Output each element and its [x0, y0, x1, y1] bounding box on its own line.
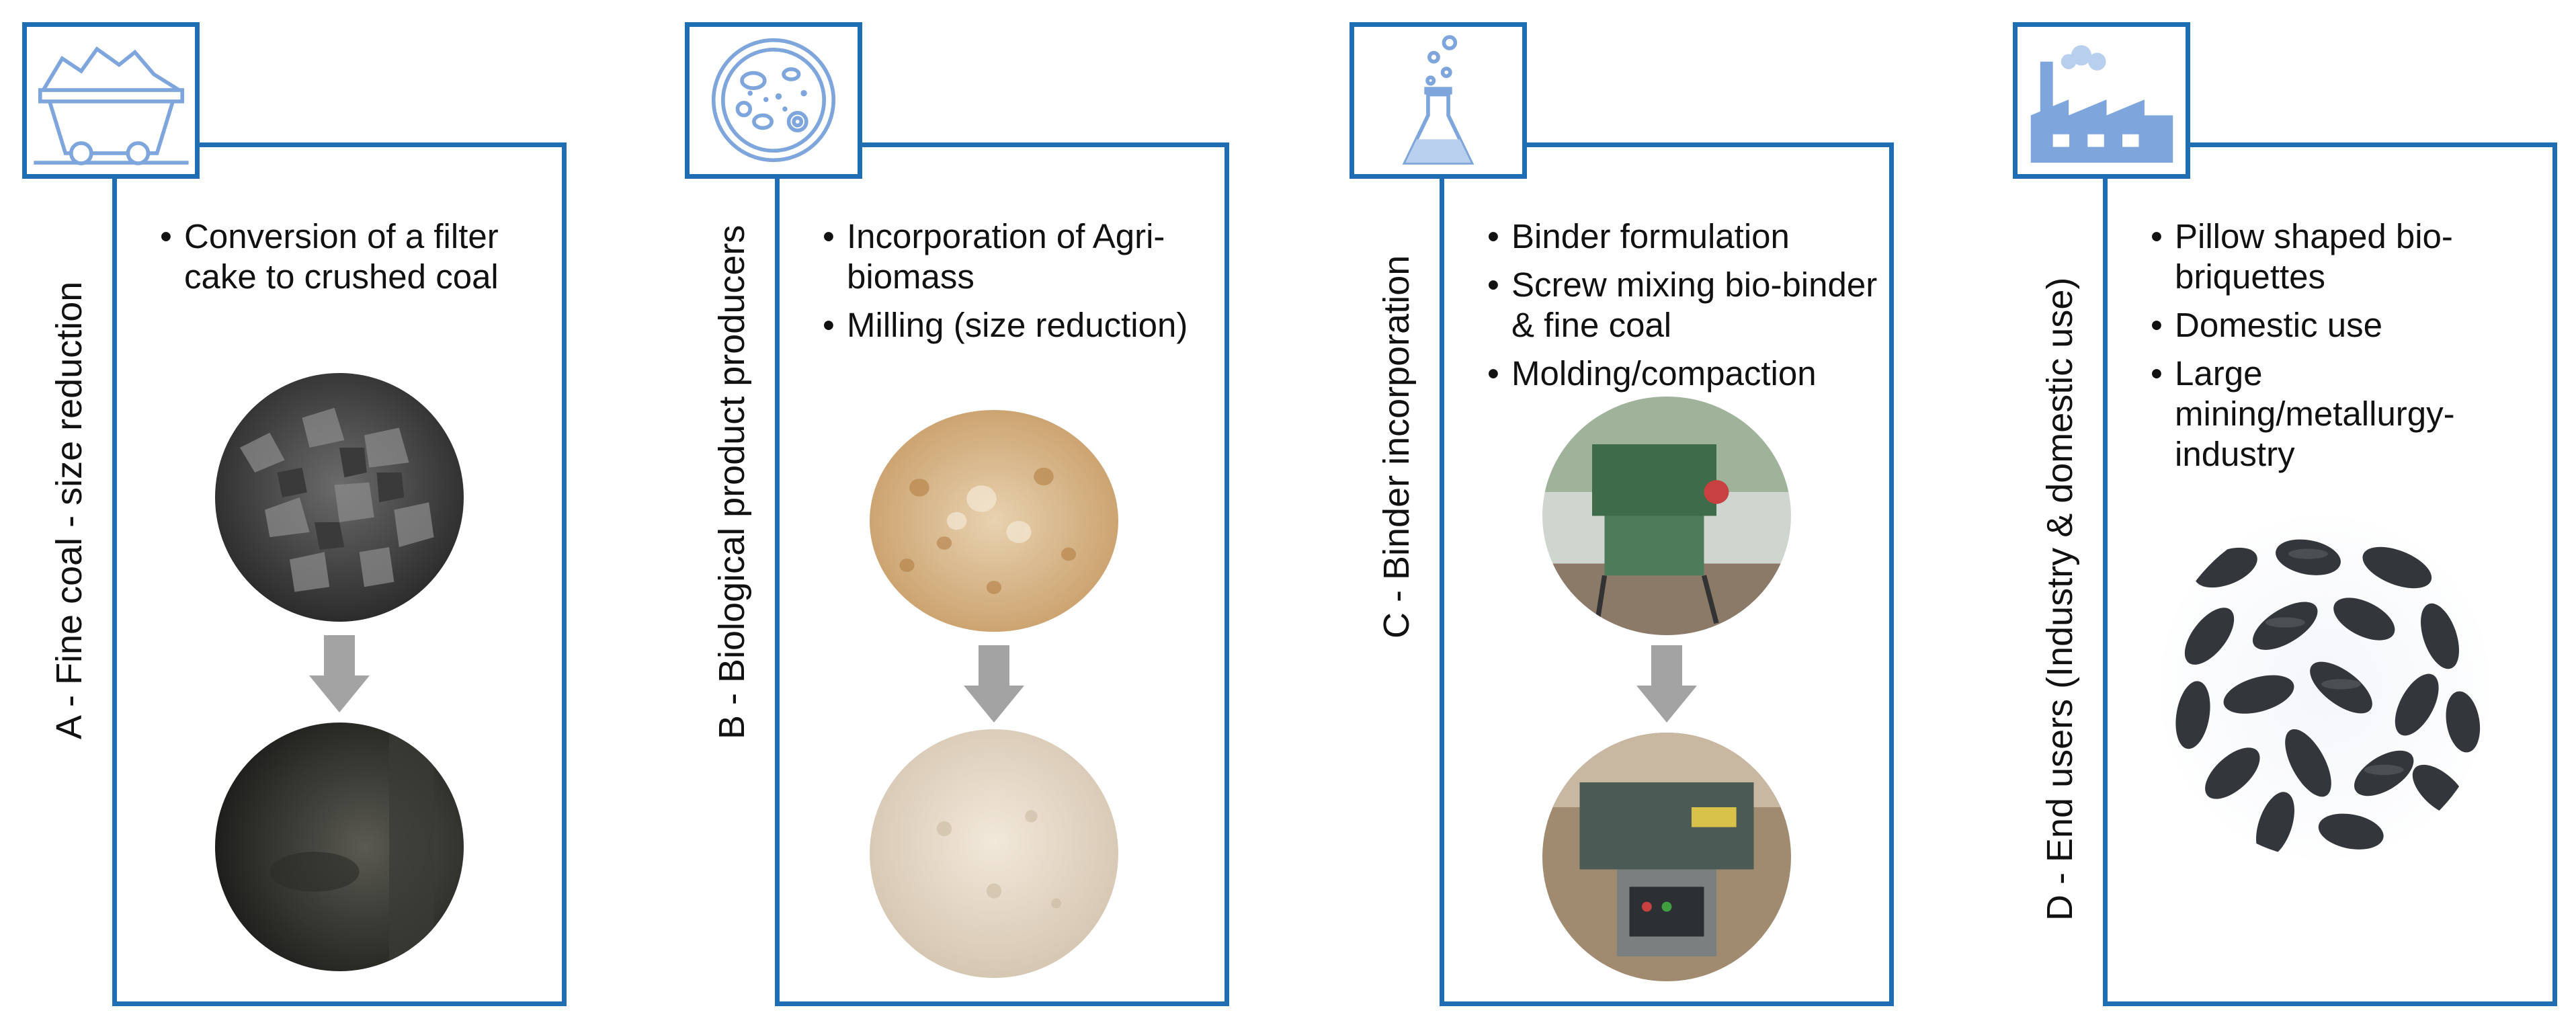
bio-briquettes-photo — [2160, 516, 2489, 859]
bullet-item: Binder formulation — [1483, 216, 1886, 257]
panel-d-label: D - End users (Industry & domestic use) — [2040, 277, 2080, 921]
mine-cart-icon-box — [22, 22, 200, 179]
briquetting-machine-photo — [1542, 733, 1791, 981]
factory-icon-box — [2013, 22, 2190, 179]
bullet-item: Large mining/metallurgy-industry — [2147, 354, 2550, 475]
panel-a: A - Fine coal - size reduction Conversio… — [0, 0, 644, 1027]
down-arrow-icon — [1636, 645, 1697, 723]
petri-dish-icon — [711, 38, 836, 163]
panel-d: D - End users (Industry & domestic use) … — [1991, 0, 2576, 1027]
panel-b-label: B - Biological product producers — [712, 224, 752, 739]
mine-cart-icon — [34, 46, 189, 165]
panel-b: B - Biological product producers Incorpo… — [663, 0, 1306, 1027]
milled-biomass-photo — [870, 729, 1118, 978]
factory-icon — [2030, 45, 2173, 163]
panel-c-frame — [1440, 142, 1894, 1006]
panel-b-frame — [775, 142, 1229, 1006]
fine-coal-photo — [215, 723, 464, 971]
bullet-item: Conversion of a filter cake to crushed c… — [156, 216, 559, 297]
bullet-item: Pillow shaped bio-briquettes — [2147, 216, 2550, 297]
bullet-item: Screw mixing bio-binder & fine coal — [1483, 265, 1886, 345]
panel-a-label: A - Fine coal - size reduction — [49, 281, 89, 739]
crushed-coal-photo — [215, 373, 464, 622]
bullet-item: Incorporation of Agri-biomass — [819, 216, 1222, 297]
flask-icon — [1402, 35, 1474, 165]
bullet-item: Molding/compaction — [1483, 354, 1886, 394]
flask-icon-box — [1349, 22, 1527, 179]
panel-c: C - Binder incorporation Binder formulat… — [1327, 0, 1971, 1027]
petri-dish-icon-box — [685, 22, 862, 179]
bullet-item: Milling (size reduction) — [819, 305, 1222, 345]
panel-d-frame — [2103, 142, 2557, 1006]
panel-d-bullets: Pillow shaped bio-briquettes Domestic us… — [2147, 216, 2550, 483]
panel-c-bullets: Binder formulation Screw mixing bio-bind… — [1483, 216, 1886, 402]
bullet-item: Domestic use — [2147, 305, 2550, 345]
down-arrow-icon — [964, 645, 1024, 723]
panel-a-frame — [112, 142, 567, 1006]
panel-c-label: C - Binder incorporation — [1376, 255, 1417, 639]
screw-mixer-photo — [1542, 397, 1791, 635]
panel-b-bullets: Incorporation of Agri-biomass Milling (s… — [819, 216, 1222, 354]
biomass-photo — [870, 410, 1118, 632]
down-arrow-icon — [309, 635, 370, 712]
panel-a-bullets: Conversion of a filter cake to crushed c… — [156, 216, 559, 305]
